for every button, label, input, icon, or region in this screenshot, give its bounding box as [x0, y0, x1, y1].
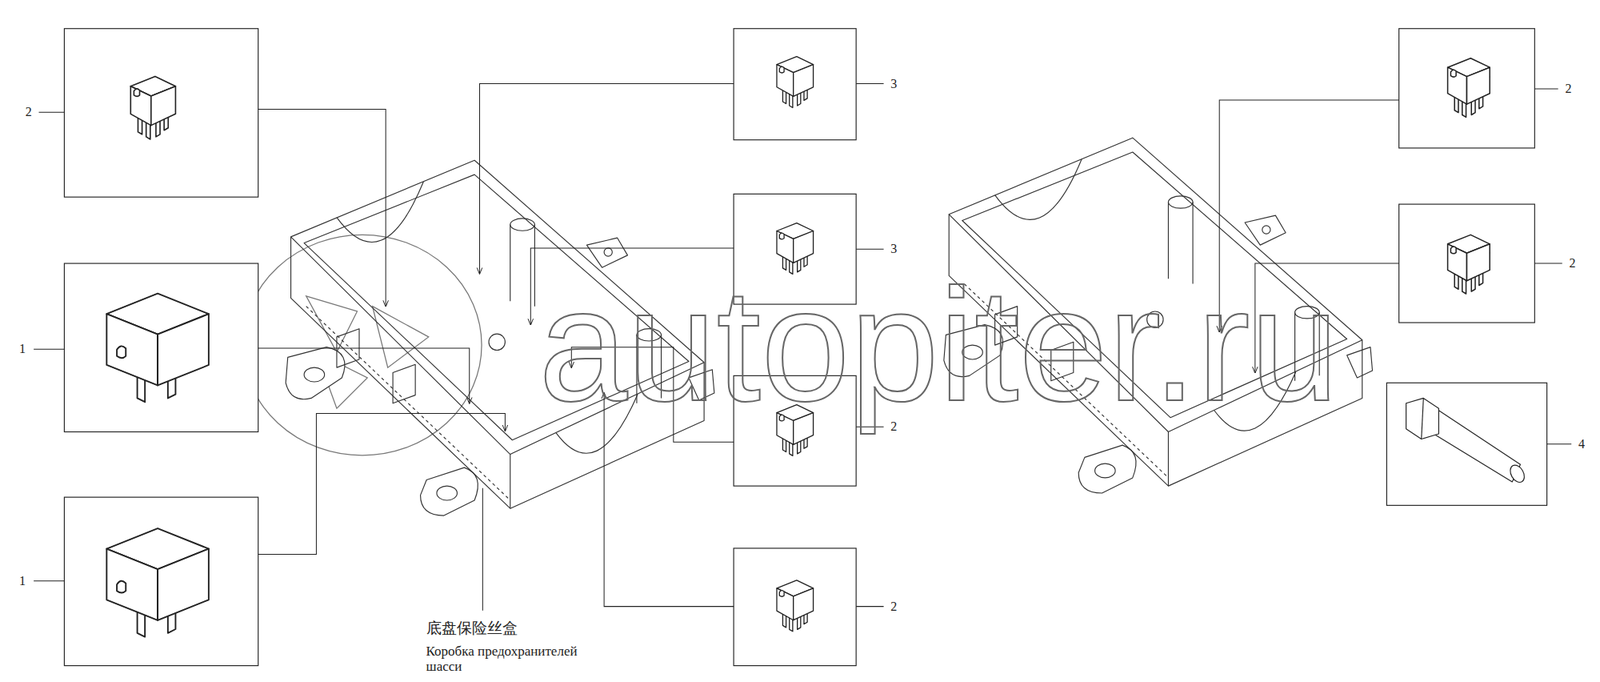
callout-number: 2	[1563, 81, 1573, 96]
callout-frame	[64, 496, 258, 665]
sensor-drawing	[1507, 462, 1528, 485]
relay-drawing	[1448, 234, 1491, 294]
callout-number: 3	[888, 76, 899, 92]
leader-line	[258, 348, 470, 404]
part-caption: Коробка предохранителей шасси	[424, 643, 604, 675]
callout-number: 1	[17, 341, 28, 356]
callout-number: 4	[1576, 436, 1587, 452]
callout-number: 2	[24, 104, 34, 120]
leader-line	[258, 108, 386, 306]
callout-frame	[1399, 28, 1536, 148]
callout-number: 1	[17, 573, 28, 588]
callout-frame	[733, 28, 856, 140]
fuse-box-drawing	[285, 137, 1372, 516]
leader-line	[33, 84, 1572, 611]
sensor-drawing	[1421, 397, 1424, 439]
callout-number: 2	[888, 599, 899, 614]
relay-drawing	[776, 56, 814, 108]
callout-frame	[64, 28, 258, 197]
relay-drawing	[106, 56, 1490, 637]
watermark-logo	[243, 234, 482, 455]
callout-frame	[1386, 382, 1547, 505]
relay-drawing	[130, 76, 176, 140]
watermark-logo	[243, 234, 482, 455]
leader-line	[1534, 88, 1572, 444]
callout-frame	[64, 263, 258, 432]
leader-line	[33, 112, 64, 580]
callout-number: 2	[1568, 256, 1578, 271]
relay-drawing	[106, 528, 209, 637]
callout-frame	[1399, 204, 1536, 323]
sensor-drawing	[1406, 397, 1440, 439]
relay-drawing	[1448, 58, 1491, 118]
part-caption: 底盘保险丝盒	[424, 619, 520, 636]
relay-drawing	[106, 293, 209, 403]
leader-line	[480, 84, 735, 274]
watermark: autopiter.ru	[538, 264, 1340, 425]
relay-drawing	[776, 580, 814, 632]
leader-line	[258, 413, 506, 555]
callout-frame	[733, 548, 856, 666]
sensor-drawing	[1433, 410, 1520, 482]
sensor-drawing	[1406, 397, 1528, 484]
callout-frame	[64, 28, 1547, 666]
leader-line	[482, 488, 484, 611]
callout-number: 3	[888, 241, 899, 256]
